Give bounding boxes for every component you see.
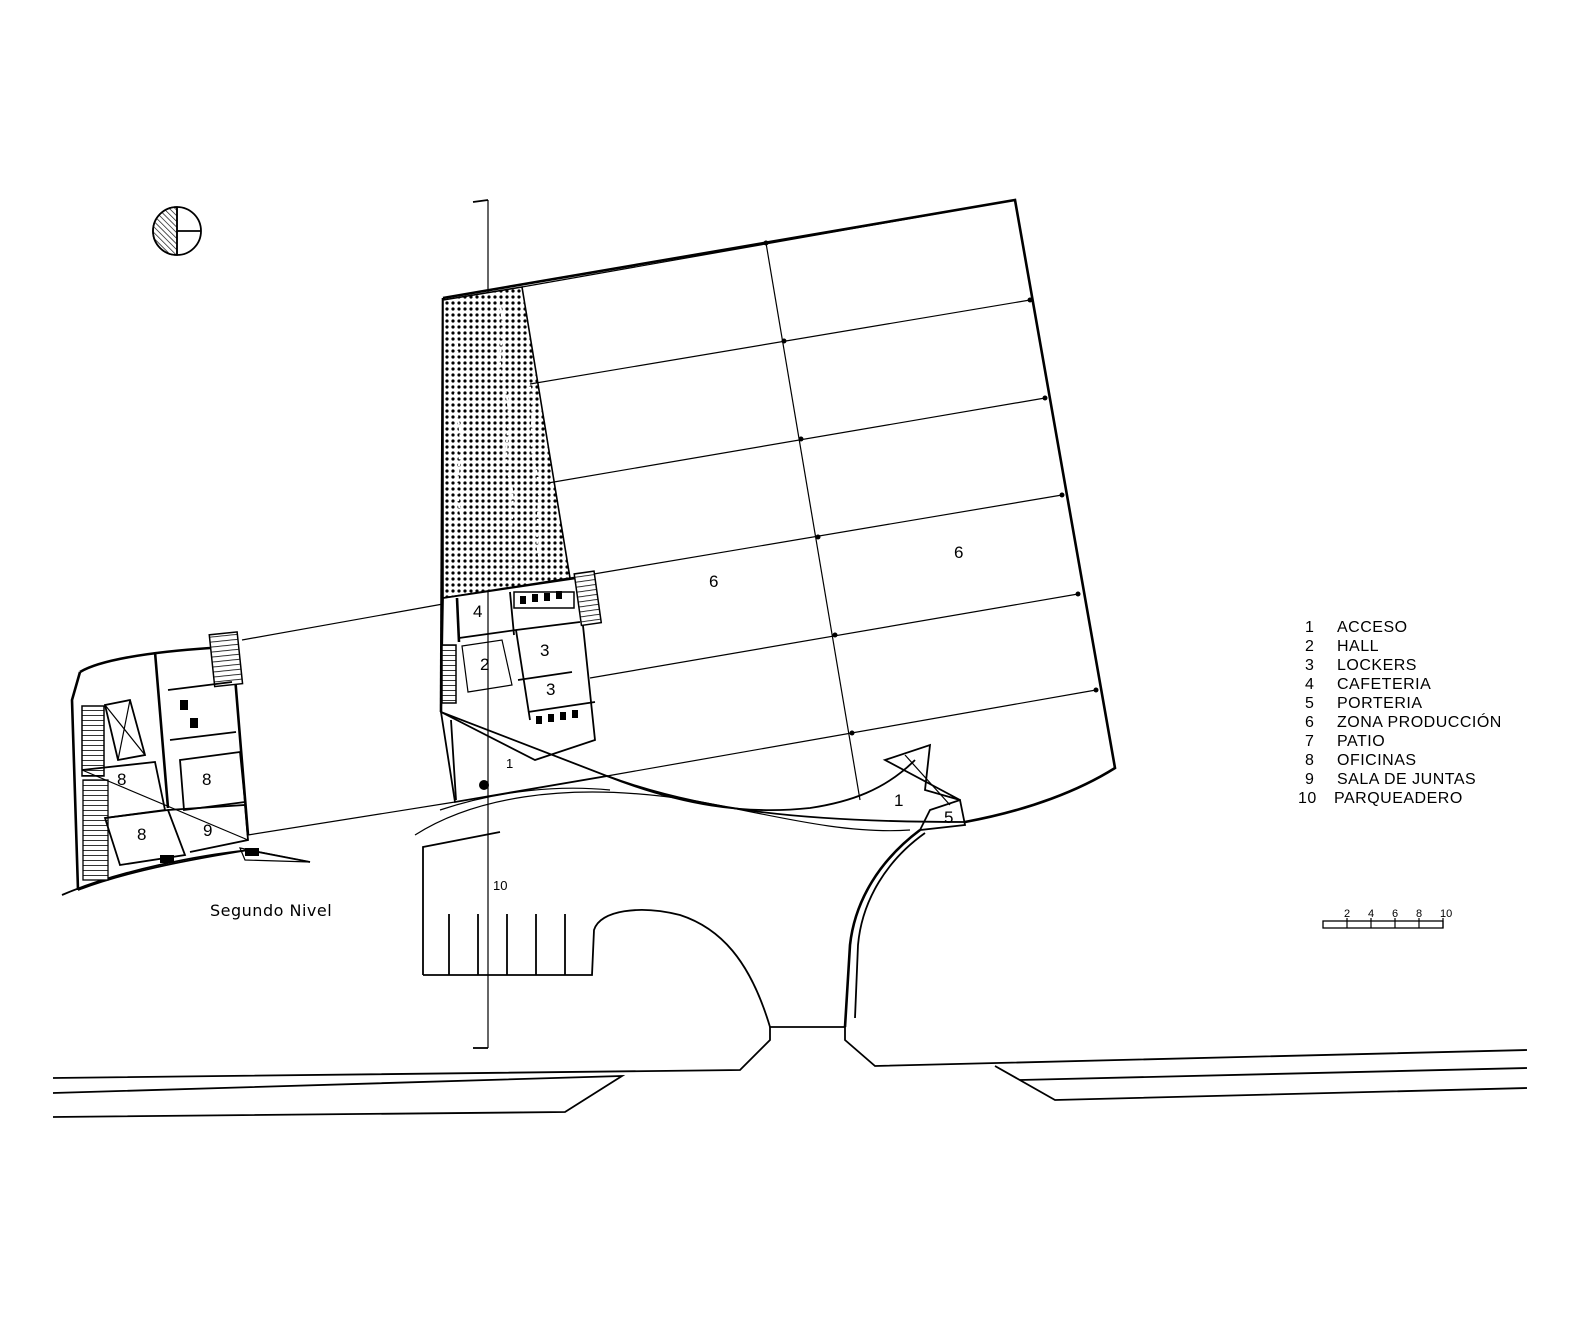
production-building — [414, 198, 1117, 836]
room-label-lockers-b: 3 — [546, 680, 555, 699]
room-label-lockers-a: 3 — [540, 641, 549, 660]
svg-text:2: 2 — [1305, 638, 1314, 655]
room-label-acceso-gate: 1 — [894, 791, 903, 810]
legend-item: 3 LOCKERS — [1305, 657, 1417, 674]
room-label-oficinas-c: 8 — [137, 825, 146, 844]
office-building — [61, 631, 311, 896]
scale-tick-label: 4 — [1368, 908, 1374, 920]
legend-item: 8 OFICINAS — [1305, 752, 1417, 769]
svg-text:9: 9 — [1305, 771, 1314, 788]
svg-text:ACCESO: ACCESO — [1337, 619, 1408, 636]
room-label-acceso-main: 1 — [506, 756, 513, 771]
legend-item: 7 PATIO — [1305, 733, 1385, 750]
svg-text:LOCKERS: LOCKERS — [1337, 657, 1417, 674]
scale-tick-label: 8 — [1416, 908, 1422, 920]
svg-text:HALL: HALL — [1337, 638, 1379, 655]
legend-item: 1 ACCESO — [1305, 619, 1408, 636]
svg-text:ZONA PRODUCCIÓN: ZONA PRODUCCIÓN — [1337, 712, 1502, 731]
legend-item: 10 PARQUEADERO — [1298, 790, 1463, 807]
service-block — [439, 570, 611, 804]
svg-text:4: 4 — [1305, 676, 1314, 693]
scale-tick-label: 6 — [1392, 908, 1398, 920]
gate-porteria — [882, 743, 967, 832]
parking-and-roads — [52, 828, 1528, 1118]
room-labels: 1 1 2 3 3 4 5 6 6 8 8 8 9 10 — [117, 543, 963, 893]
connector-lines — [241, 603, 456, 836]
scale-tick-label: 10 — [1440, 908, 1452, 920]
legend: 1 ACCESO 2 HALL 3 LOCKERS 4 CAFETERIA 5 … — [1298, 619, 1502, 807]
legend-item: 4 CAFETERIA — [1305, 676, 1431, 693]
room-label-oficinas-b: 8 — [202, 770, 211, 789]
room-label-hall: 2 — [480, 655, 489, 674]
room-label-produccion-a: 6 — [709, 572, 718, 591]
legend-item: 6 ZONA PRODUCCIÓN — [1305, 712, 1502, 731]
room-label-parqueadero: 10 — [493, 878, 507, 893]
svg-text:PORTERIA: PORTERIA — [1337, 695, 1423, 712]
legend-item: 5 PORTERIA — [1305, 695, 1423, 712]
room-label-cafeteria: 4 — [473, 602, 482, 621]
level-caption: Segundo Nivel — [210, 901, 332, 920]
room-label-oficinas-a: 8 — [117, 770, 126, 789]
scale-bar: 2 4 6 8 10 — [1322, 908, 1452, 929]
svg-text:6: 6 — [1305, 714, 1314, 731]
north-arrow-icon — [152, 206, 202, 256]
room-label-sala-juntas: 9 — [203, 821, 212, 840]
svg-text:PARQUEADERO: PARQUEADERO — [1334, 790, 1463, 807]
room-label-porteria: 5 — [944, 808, 953, 827]
svg-text:5: 5 — [1305, 695, 1314, 712]
svg-text:CAFETERIA: CAFETERIA — [1337, 676, 1431, 693]
svg-text:7: 7 — [1305, 733, 1314, 750]
svg-text:8: 8 — [1305, 752, 1314, 769]
svg-text:OFICINAS: OFICINAS — [1337, 752, 1417, 769]
legend-item: 9 SALA DE JUNTAS — [1305, 771, 1476, 788]
legend-item: 2 HALL — [1305, 638, 1379, 655]
svg-text:1: 1 — [1305, 619, 1314, 636]
svg-text:3: 3 — [1305, 657, 1314, 674]
room-label-produccion-b: 6 — [954, 543, 963, 562]
svg-text:SALA DE JUNTAS: SALA DE JUNTAS — [1337, 771, 1476, 788]
svg-text:10: 10 — [1298, 790, 1317, 807]
scale-tick-label: 2 — [1344, 908, 1350, 920]
svg-text:PATIO: PATIO — [1337, 733, 1385, 750]
